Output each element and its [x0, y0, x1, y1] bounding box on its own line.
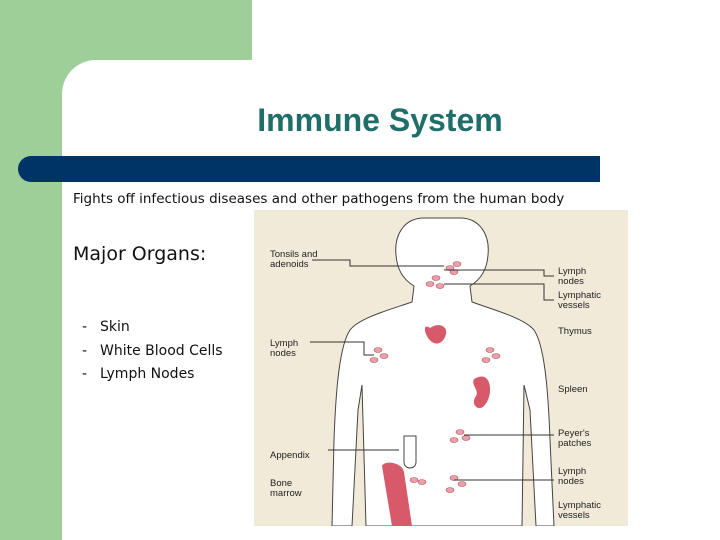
label-lymph-nodes-bottom-2: nodes	[558, 476, 584, 487]
immune-system-diagram: Tonsils and adenoids Lymph nodes Lymphat…	[254, 210, 628, 526]
label-appendix: Appendix	[270, 450, 310, 461]
major-organs-heading: Major Organs:	[73, 243, 207, 265]
label-bone-marrow-2: marrow	[270, 488, 302, 499]
label-lymph-nodes-bottom-1: Lymph	[558, 466, 586, 477]
label-leader-lines	[310, 259, 554, 481]
label-bone-marrow-1: Bone	[270, 478, 292, 489]
label-lymphatic-bottom-2: vessels	[558, 510, 590, 521]
body-illustration: Tonsils and adenoids Lymph nodes Lymphat…	[270, 217, 601, 526]
organ-item-skin: Skin	[82, 316, 223, 340]
slide-subtitle: Fights off infectious diseases and other…	[73, 191, 565, 207]
body-outline	[331, 217, 555, 526]
spleen-organ	[473, 376, 491, 409]
label-spleen: Spleen	[558, 384, 588, 395]
appendix-organ	[403, 435, 417, 469]
label-tonsils-2: adenoids	[270, 259, 309, 270]
label-lymphatic-bottom-1: Lymphatic	[558, 500, 601, 511]
label-thymus: Thymus	[558, 326, 592, 337]
label-peyers-1: Peyer's	[558, 428, 590, 439]
label-lymph-nodes-top-2: nodes	[558, 276, 584, 287]
slide-title: Immune System	[257, 102, 503, 138]
organ-item-lymph-nodes: Lymph Nodes	[82, 363, 223, 387]
lymph-node-clusters	[369, 261, 501, 493]
label-lymph-nodes-left-1: Lymph	[270, 338, 298, 349]
organ-list: Skin White Blood Cells Lymph Nodes	[82, 316, 223, 387]
label-lymphatic-top-2: vessels	[558, 300, 590, 311]
bone-marrow-organ	[382, 462, 412, 526]
label-lymph-nodes-top-1: Lymph	[558, 266, 586, 277]
label-tonsils-1: Tonsils and	[270, 249, 318, 260]
label-peyers-2: patches	[558, 438, 592, 449]
label-lymph-nodes-left-2: nodes	[270, 348, 296, 359]
organ-item-white-blood-cells: White Blood Cells	[82, 340, 223, 364]
label-lymphatic-top-1: Lymphatic	[558, 290, 601, 301]
green-background-left	[0, 0, 62, 540]
thymus-organ	[424, 325, 447, 344]
diagram-labels: Tonsils and adenoids Lymph nodes Lymphat…	[270, 249, 601, 521]
title-underline-bar	[18, 156, 600, 182]
